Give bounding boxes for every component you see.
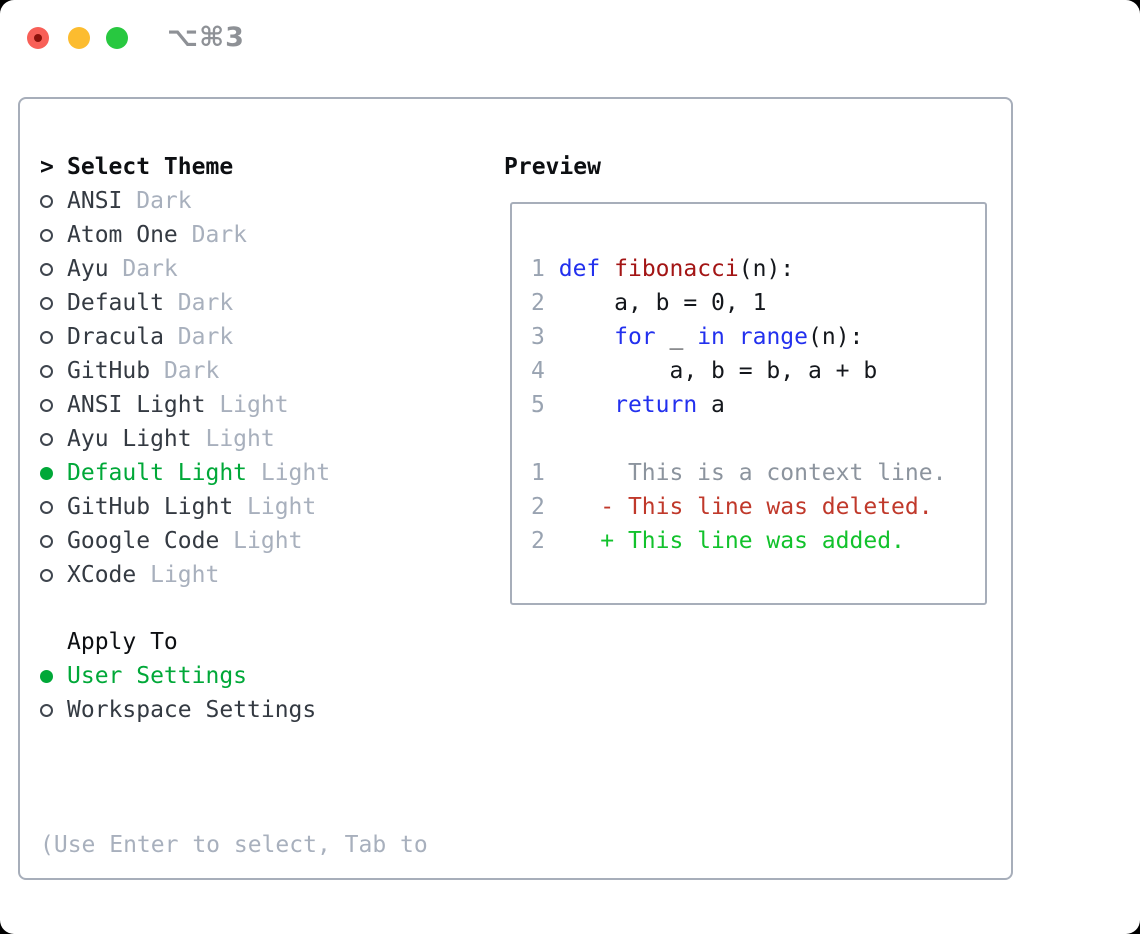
unselected-radio-icon [40, 364, 67, 378]
theme-option-label: Ayu [67, 256, 109, 282]
theme-variant-tag: Light [205, 392, 289, 418]
preview-code: 1 def fibonacci(n): 2 a, b = 0, 1 3 for _ … [531, 252, 946, 558]
apply-option-label: User Settings [67, 663, 248, 689]
unselected-radio-icon [40, 568, 67, 582]
apply-to-header: Apply To [40, 625, 316, 659]
preview-title: Preview [504, 154, 601, 180]
preview-code-line: 1 def fibonacci(n): [531, 256, 795, 282]
theme-variant-tag: Dark [108, 256, 178, 282]
theme-option-label: XCode [67, 562, 137, 588]
unselected-radio-icon [40, 500, 67, 514]
close-button-icon[interactable] [27, 27, 49, 49]
apply-option-user-settings[interactable]: User Settings [40, 659, 316, 693]
unselected-radio-icon [40, 534, 67, 548]
preview-code-line: 3 for _ in range(n): [531, 324, 864, 350]
minimize-button-icon[interactable] [68, 27, 90, 49]
preview-code-line: 2 a, b = 0, 1 [531, 290, 767, 316]
theme-option-atom-one-dark[interactable]: Atom One Dark [40, 218, 330, 252]
preview-code-line [531, 422, 946, 456]
theme-option-default-light-light[interactable]: Default Light Light [40, 456, 330, 490]
theme-option-label: Google Code [67, 528, 220, 554]
theme-option-ansi-dark[interactable]: ANSI Dark [40, 184, 330, 218]
theme-option-label: GitHub Light [67, 494, 234, 520]
theme-option-label: Default Light [67, 460, 248, 486]
theme-option-github-light-light[interactable]: GitHub Light Light [40, 490, 330, 524]
theme-option-label: Default [67, 290, 164, 316]
theme-option-ayu-light-light[interactable]: Ayu Light Light [40, 422, 330, 456]
preview-code-line: 2 - This line was deleted. [531, 494, 933, 520]
theme-variant-tag: Dark [150, 358, 220, 384]
theme-variant-tag: Light [136, 562, 220, 588]
theme-variant-tag: Light [247, 460, 331, 486]
theme-option-ayu-dark[interactable]: Ayu Dark [40, 252, 330, 286]
theme-option-label: ANSI Light [67, 392, 206, 418]
zoom-button-icon[interactable] [106, 27, 128, 49]
unselected-radio-icon [40, 330, 67, 344]
unselected-radio-icon [40, 432, 67, 446]
unselected-radio-icon [40, 398, 67, 412]
theme-option-dracula-dark[interactable]: Dracula Dark [40, 320, 330, 354]
unsaved-dot-icon [34, 34, 42, 42]
theme-option-label: Dracula [67, 324, 164, 350]
theme-option-github-dark[interactable]: GitHub Dark [40, 354, 330, 388]
help-text-line-1: (Use Enter to select, Tab to [40, 832, 428, 858]
theme-variant-tag: Dark [177, 222, 248, 248]
preview-code-line: 4 a, b = b, a + b [531, 358, 878, 384]
unselected-radio-icon [40, 194, 67, 208]
unselected-radio-icon [40, 228, 67, 242]
apply-option-workspace-settings[interactable]: Workspace Settings [40, 693, 316, 727]
cursor-marker: > [40, 154, 54, 180]
help-text: (Use Enter to select, Tab to change focu… [40, 760, 428, 934]
theme-option-ansi-light-light[interactable]: ANSI Light Light [40, 388, 330, 422]
selected-radio-icon [40, 466, 67, 480]
theme-option-google-code-light[interactable]: Google Code Light [40, 524, 330, 558]
theme-option-label: GitHub [67, 358, 151, 384]
theme-option-default-dark[interactable]: Default Dark [40, 286, 330, 320]
window-shortcut-label: ⌥⌘3 [167, 22, 245, 53]
apply-to-title: Apply To [67, 629, 178, 655]
help-text-line-2: change focus) [40, 930, 428, 934]
theme-option-label: ANSI [67, 188, 123, 214]
apply-option-label: Workspace Settings [67, 697, 317, 723]
unselected-radio-icon [40, 703, 67, 717]
preview-box: 1 def fibonacci(n): 2 a, b = 0, 1 3 for _ … [510, 202, 987, 605]
unselected-radio-icon [40, 262, 67, 276]
theme-variant-tag: Dark [122, 188, 192, 214]
title-bar: ⌥⌘3 [0, 0, 1140, 76]
theme-variant-tag: Dark [163, 324, 234, 350]
theme-variant-tag: Light [219, 528, 303, 554]
unselected-radio-icon [40, 296, 67, 310]
theme-variant-tag: Light [191, 426, 275, 452]
preview-code-line: 5 return a [531, 392, 725, 418]
theme-variant-tag: Dark [163, 290, 234, 316]
theme-variant-tag: Light [233, 494, 317, 520]
theme-list-header: > Select Theme [40, 150, 330, 184]
selected-radio-icon [40, 669, 67, 683]
theme-list-title: Select Theme [67, 154, 234, 180]
preview-code-line: 1 This is a context line. [531, 460, 947, 486]
preview-code-line: 2 + This line was added. [531, 528, 905, 554]
theme-option-label: Ayu Light [67, 426, 192, 452]
theme-option-xcode-light[interactable]: XCode Light [40, 558, 330, 592]
theme-option-label: Atom One [67, 222, 178, 248]
